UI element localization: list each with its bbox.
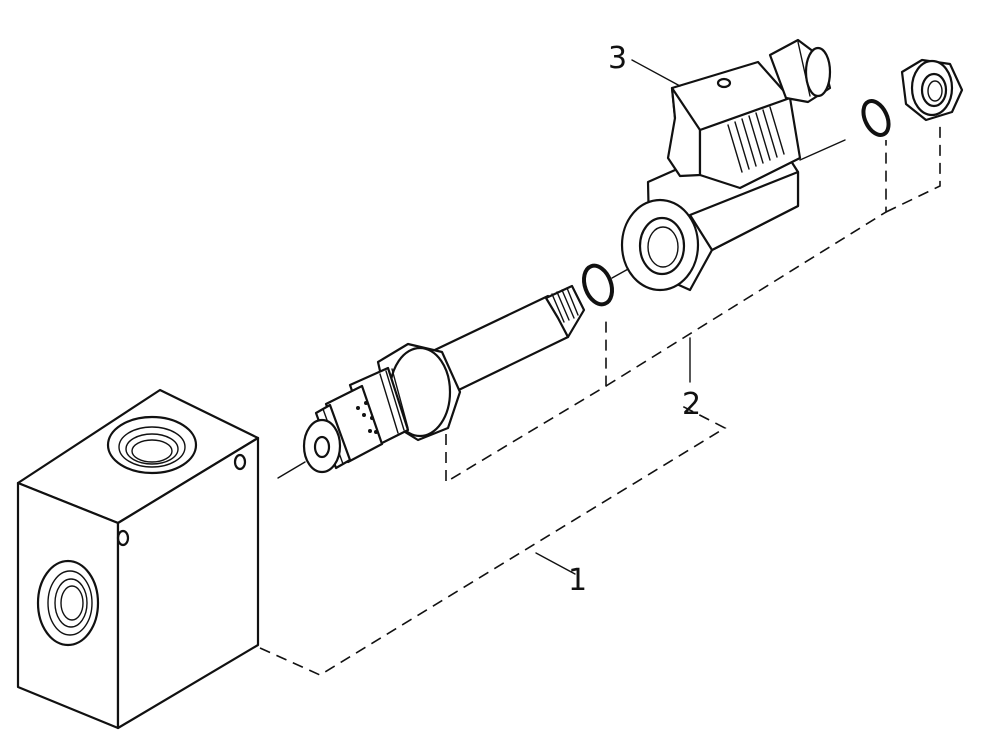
callout-label: 2	[682, 387, 701, 422]
mounting-hole	[233, 453, 247, 471]
mounting-hole	[116, 529, 130, 547]
callout-3: 3	[608, 41, 681, 87]
hex-nut[interactable]	[900, 58, 964, 122]
callout-1: 1	[535, 552, 587, 598]
o-ring-front[interactable]	[579, 262, 617, 308]
cable-gland	[768, 38, 832, 104]
callout-2: 2	[682, 337, 701, 422]
cartridge-valve[interactable]	[302, 284, 586, 474]
group-bracket-1	[259, 403, 727, 676]
callout-label: 1	[568, 563, 587, 598]
group-bracket-2	[445, 120, 941, 484]
side-port	[36, 559, 100, 647]
o-ring-rear[interactable]	[858, 97, 893, 139]
callout-label: 3	[608, 41, 627, 76]
valve-body-block[interactable]	[16, 388, 260, 730]
solenoid-coil[interactable]	[620, 38, 832, 292]
top-port	[106, 415, 198, 475]
